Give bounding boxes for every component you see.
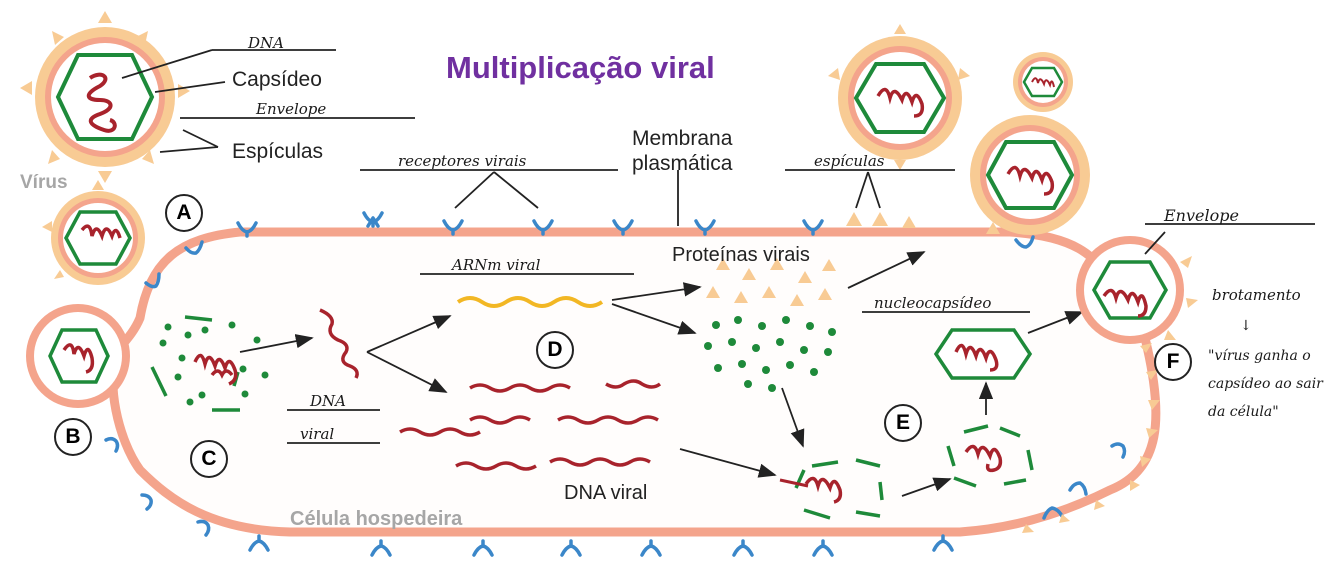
receptor-icon	[104, 436, 120, 453]
receptor-icon	[144, 272, 161, 289]
receptor-icon	[184, 240, 204, 255]
receptor-icon	[612, 219, 634, 236]
handwritten-viral-receptors: receptores virais	[398, 152, 527, 170]
stage-marker-a: A	[165, 194, 203, 232]
receptor-icon	[1068, 481, 1088, 496]
stage-marker-e: E	[884, 404, 922, 442]
receptor-icon	[1110, 442, 1127, 459]
receptor-icon	[732, 539, 754, 557]
membrane-label-line2: plasmática	[632, 152, 733, 175]
uncoating-stage	[150, 315, 269, 412]
receptor-icon	[932, 534, 954, 552]
membrane-label: Membrana plasmática	[632, 126, 732, 176]
spicules-label: Espículas	[232, 140, 324, 163]
protein-dots	[704, 316, 836, 392]
receptor-icon	[472, 539, 494, 557]
viral-proteins-label: Proteínas virais	[672, 244, 810, 266]
receptors	[104, 211, 1127, 557]
receptor-icon	[196, 519, 211, 537]
stage-marker-b: B	[54, 418, 92, 456]
host-cell-label: Célula hospedeira	[290, 508, 463, 530]
assembly-step-1	[779, 458, 884, 520]
handwritten-arnm: ARNm viral	[452, 256, 541, 274]
budding-virus	[1076, 236, 1198, 344]
membrane-spikes	[846, 212, 1160, 533]
receptor-icon	[694, 219, 716, 236]
handwritten-note-2: capsídeo ao sair	[1208, 376, 1323, 392]
receptor-icon	[812, 539, 834, 557]
nucleocapsid	[933, 328, 1033, 380]
handwritten-dna-mid: DNA	[310, 392, 346, 410]
released-virus-1	[828, 24, 970, 170]
handwritten-dna-top: DNA	[248, 34, 284, 52]
handwritten-envelope-top: Envelope	[256, 100, 327, 118]
handwritten-budding: brotamento	[1212, 286, 1301, 304]
handwritten-viral-mid: viral	[300, 425, 335, 443]
handwritten-note-1: "vírus ganha o	[1208, 348, 1311, 364]
virus-leader-lines	[121, 49, 415, 153]
virus-diagram	[20, 11, 190, 183]
receptor-icon	[1014, 235, 1035, 249]
handwritten-spicules: espículas	[814, 152, 885, 170]
handwritten-envelope-right: Envelope	[1164, 206, 1239, 225]
capsid-label: Capsídeo	[232, 68, 322, 91]
stage-marker-d: D	[536, 331, 574, 369]
receptor-icon	[140, 493, 153, 511]
stage-marker-f: F	[1154, 343, 1192, 381]
assembly-step-2	[946, 424, 1034, 488]
receptor-icon	[1042, 506, 1064, 520]
released-virus-2	[1013, 52, 1073, 112]
released-virus-3	[970, 115, 1090, 235]
receptor-icon	[640, 539, 662, 557]
process-arrows	[239, 251, 1084, 497]
handwritten-nucleocapsid: nucleocapsídeo	[874, 294, 992, 312]
receptor-icon	[532, 219, 554, 236]
membrane-label-line1: Membrana	[632, 127, 733, 150]
viral-genome	[319, 308, 359, 379]
label-leader-lines	[287, 169, 1315, 444]
handwritten-note-3: da célula"	[1208, 404, 1279, 420]
virus-entering	[26, 304, 130, 408]
virus-label: Vírus	[20, 172, 68, 193]
virus-attaching	[42, 180, 145, 285]
page-title: Multiplicação viral	[446, 50, 715, 85]
receptor-icon	[362, 211, 384, 228]
receptor-icon	[248, 534, 270, 552]
stage-marker-c: C	[190, 440, 228, 478]
receptor-icon	[236, 221, 258, 238]
receptor-icon	[560, 539, 582, 557]
viral-dna-copies	[399, 379, 662, 471]
viral-dna-label: DNA viral	[564, 482, 648, 504]
mrna-strand	[456, 296, 604, 308]
receptor-icon	[802, 219, 824, 236]
receptor-icon	[442, 219, 464, 236]
capsid-proteins	[706, 258, 836, 306]
handwritten-arrow: ↓	[1240, 318, 1252, 334]
receptor-icon	[370, 539, 392, 557]
